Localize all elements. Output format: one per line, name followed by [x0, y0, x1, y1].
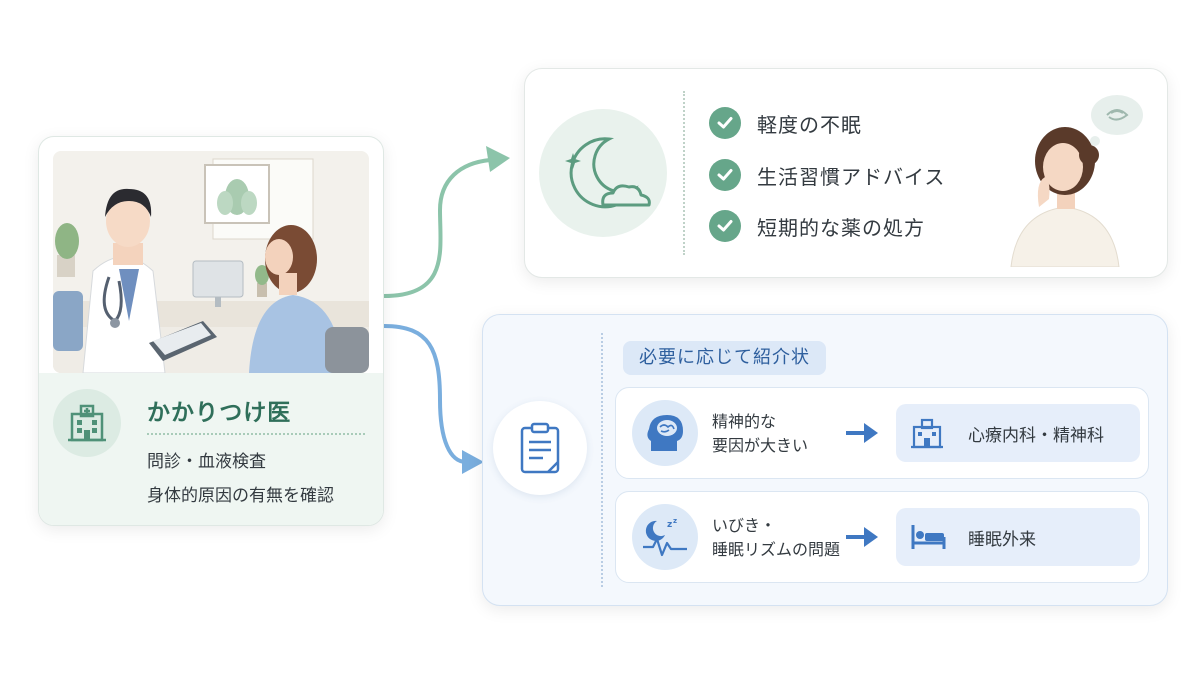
clinic-divider	[147, 433, 365, 435]
referral-destination-sleep-clinic: 睡眠外来	[896, 508, 1140, 566]
mild-card-divider	[683, 91, 685, 255]
thought-bubble-icon	[1084, 95, 1143, 154]
doctor-consultation-illustration	[53, 151, 369, 373]
referral-row-mental: 精神的な 要因が大きい 心療内科・精神科	[615, 387, 1149, 479]
arrow-to-referral	[382, 324, 468, 464]
clinic-description-line-1: 問診・血液検査	[147, 452, 266, 472]
hospital-icon	[911, 418, 943, 449]
mild-insomnia-card: 軽度の不眠 生活習慣アドバイス 短期的な薬の処方	[524, 68, 1168, 278]
arrow-right-icon	[846, 423, 878, 443]
referral-row-sleep: z z いびき・ 睡眠リズムの問題 睡眠外来	[615, 491, 1149, 583]
referral-card: 必要に応じて紹介状 精神的な 要因が大きい	[482, 314, 1168, 606]
clinic-card: かかりつけ医 問診・血液検査 身体的原因の有無を確認	[38, 136, 384, 526]
clipboard-icon	[493, 401, 587, 495]
referral-cause: いびき・ 睡眠リズムの問題	[712, 514, 840, 562]
mild-item-2: 生活習慣アドバイス	[709, 159, 945, 191]
brain-head-icon	[632, 400, 698, 466]
svg-text:z: z	[673, 517, 677, 525]
hospital-icon	[53, 389, 121, 457]
referral-destination-label: 睡眠外来	[968, 530, 1036, 550]
arrow-to-mild-head	[486, 146, 510, 172]
check-icon	[709, 159, 741, 191]
arrow-right-icon	[846, 527, 878, 547]
referral-cause-line-1: 精神的な	[712, 412, 777, 431]
referral-cause-line-1: いびき・	[712, 516, 777, 535]
clinic-description-line-2: 身体的原因の有無を確認	[147, 486, 334, 506]
arrow-to-referral-head	[462, 450, 484, 474]
mild-item-3: 短期的な薬の処方	[709, 210, 925, 242]
mild-item-1: 軽度の不眠	[709, 107, 862, 139]
mild-item-label: 生活習慣アドバイス	[757, 164, 946, 189]
check-icon	[709, 107, 741, 139]
sleep-wave-icon: z z	[632, 504, 698, 570]
check-icon	[709, 210, 741, 242]
referral-cause-line-2: 要因が大きい	[712, 436, 809, 455]
clinic-title: かかりつけ医	[147, 400, 292, 426]
referral-cause: 精神的な 要因が大きい	[712, 410, 808, 458]
referral-destination-psychiatry: 心療内科・精神科	[896, 404, 1140, 462]
svg-text:z: z	[667, 520, 672, 530]
mild-item-label: 軽度の不眠	[757, 112, 862, 137]
mild-item-label: 短期的な薬の処方	[757, 215, 925, 240]
moon-cloud-icon	[539, 109, 667, 237]
referral-letter-badge: 必要に応じて紹介状	[623, 341, 826, 375]
referral-cause-line-2: 睡眠リズムの問題	[712, 540, 841, 559]
referral-card-divider	[601, 333, 603, 587]
clinic-info-panel: かかりつけ医 問診・血液検査 身体的原因の有無を確認	[39, 373, 383, 525]
arrow-to-mild	[382, 158, 492, 298]
thinking-woman-illustration	[1001, 87, 1151, 268]
referral-destination-label: 心療内科・精神科	[968, 426, 1104, 446]
bed-icon	[911, 525, 946, 549]
